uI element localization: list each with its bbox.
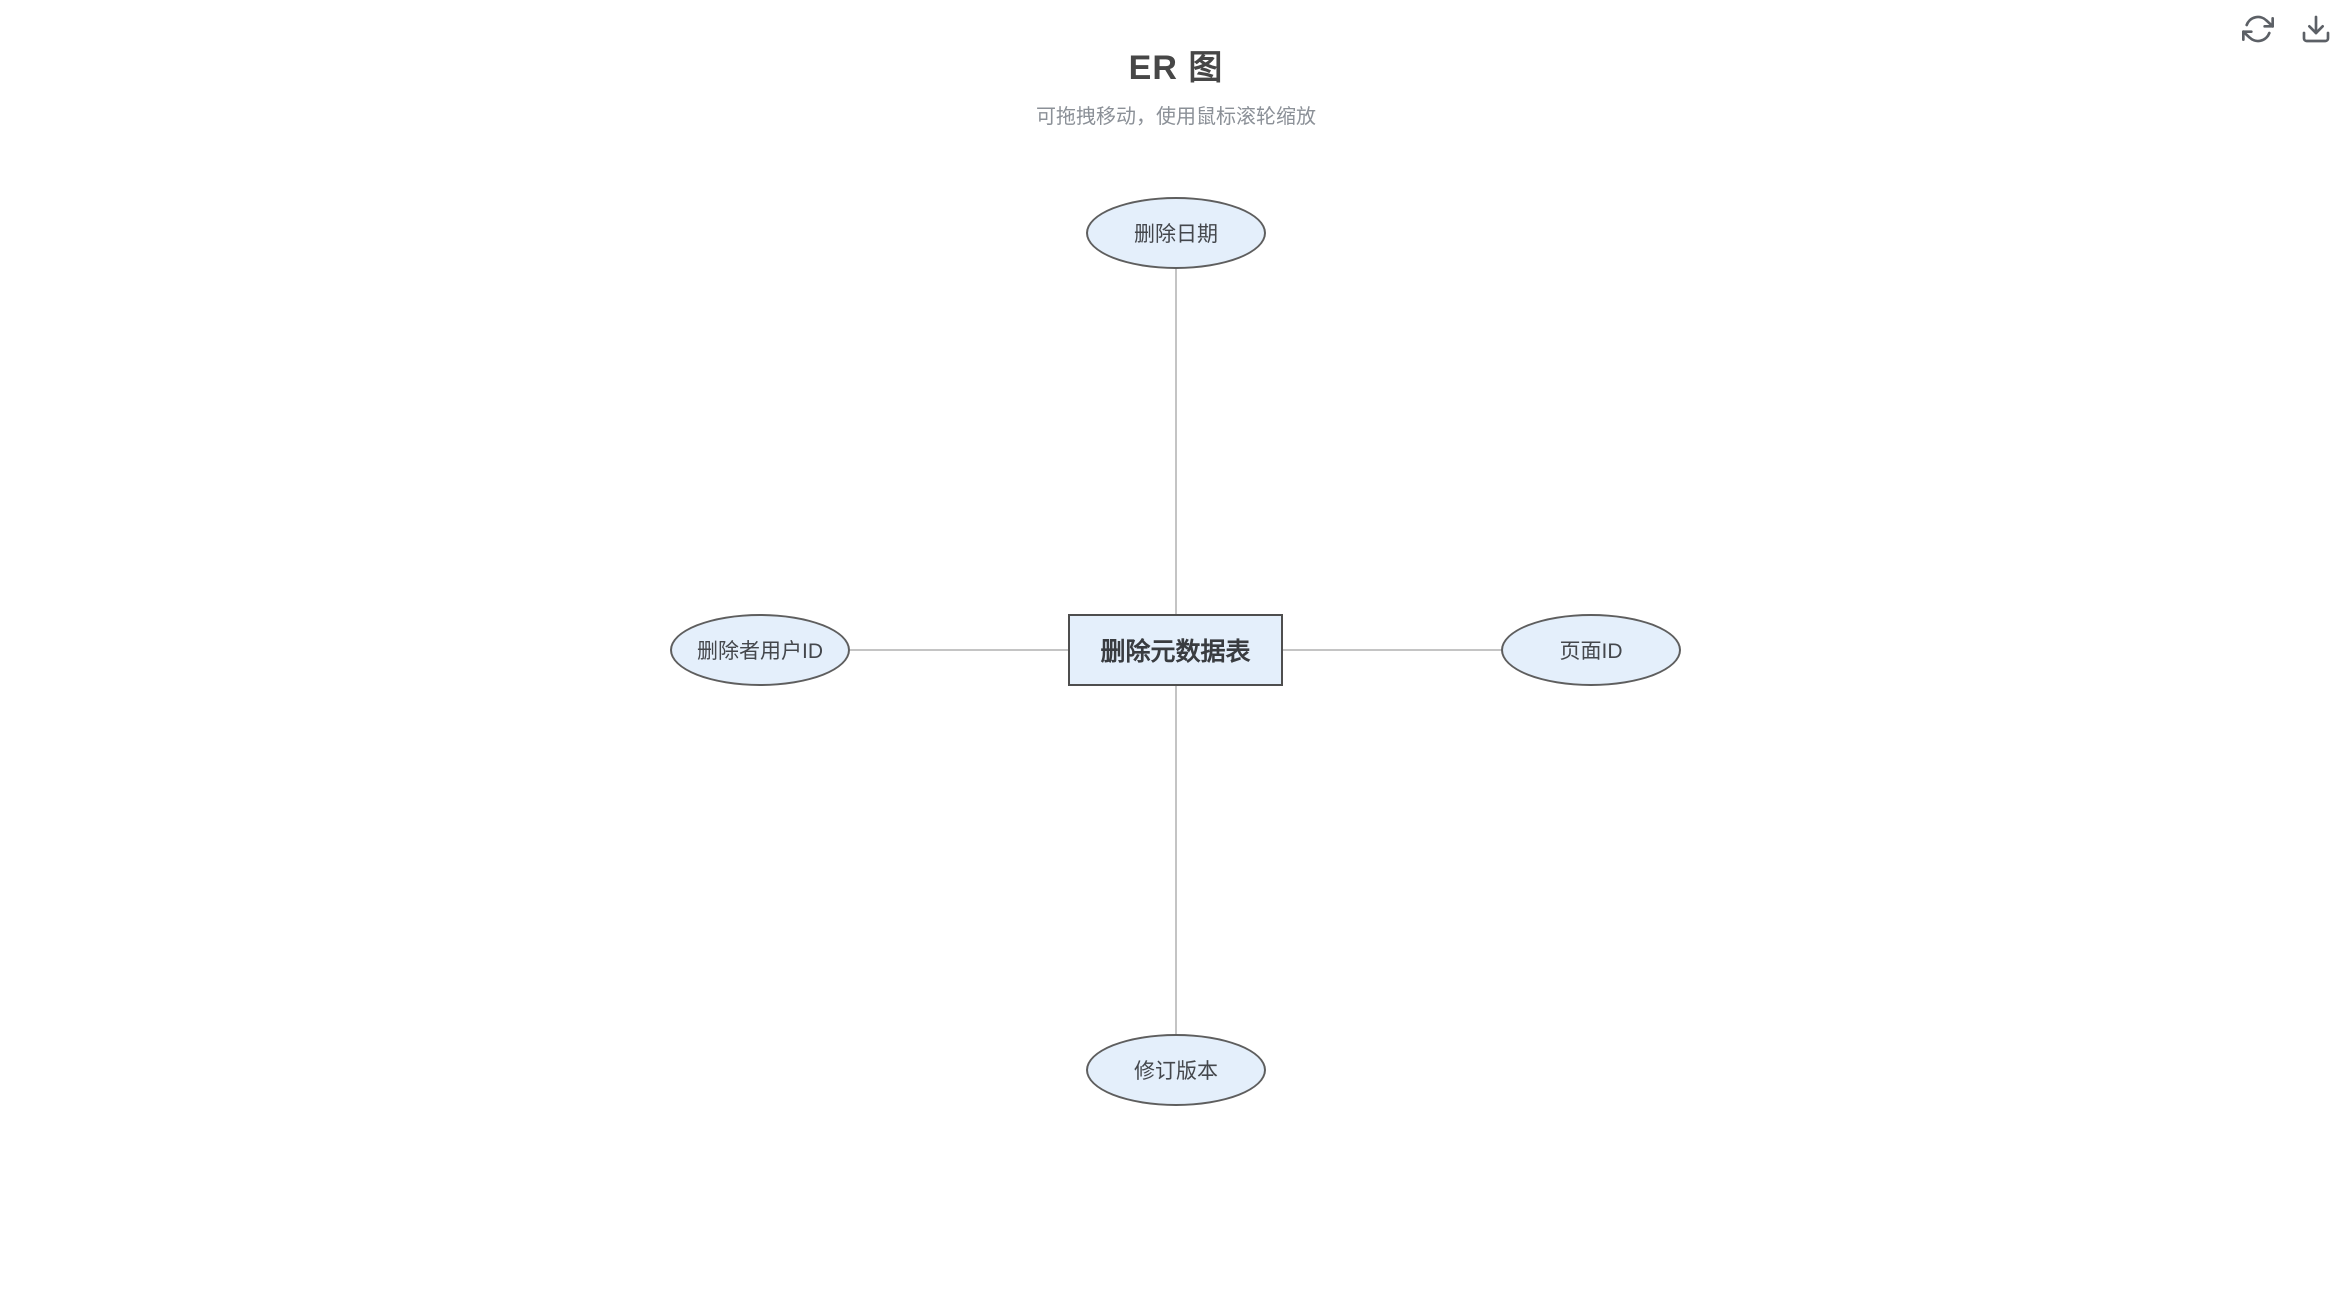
download-icon — [2300, 13, 2332, 48]
attribute-node-bottom[interactable]: 修订版本 — [1086, 1034, 1266, 1106]
attribute-label: 页面ID — [1559, 640, 1623, 663]
attribute-label: 删除者用户ID — [697, 640, 823, 663]
refresh-icon — [2242, 13, 2274, 48]
edge-entity-to-left — [850, 649, 1068, 651]
toolbar — [2240, 12, 2334, 48]
attribute-label: 修订版本 — [1134, 1060, 1218, 1083]
attribute-node-right[interactable]: 页面ID — [1501, 614, 1681, 686]
attribute-node-left[interactable]: 删除者用户ID — [670, 614, 850, 686]
edge-entity-to-right — [1283, 649, 1501, 651]
entity-node[interactable]: 删除元数据表 — [1068, 614, 1283, 686]
attribute-node-top[interactable]: 删除日期 — [1086, 197, 1266, 269]
entity-label: 删除元数据表 — [1100, 638, 1251, 666]
edge-entity-to-bottom — [1175, 686, 1177, 1034]
page-title: ER 图 — [1128, 49, 1224, 87]
page-subtitle: 可拖拽移动，使用鼠标滚轮缩放 — [1036, 106, 1316, 128]
attribute-label: 删除日期 — [1134, 223, 1218, 246]
edge-entity-to-top — [1175, 269, 1177, 614]
download-button[interactable] — [2298, 12, 2334, 48]
refresh-button[interactable] — [2240, 12, 2276, 48]
